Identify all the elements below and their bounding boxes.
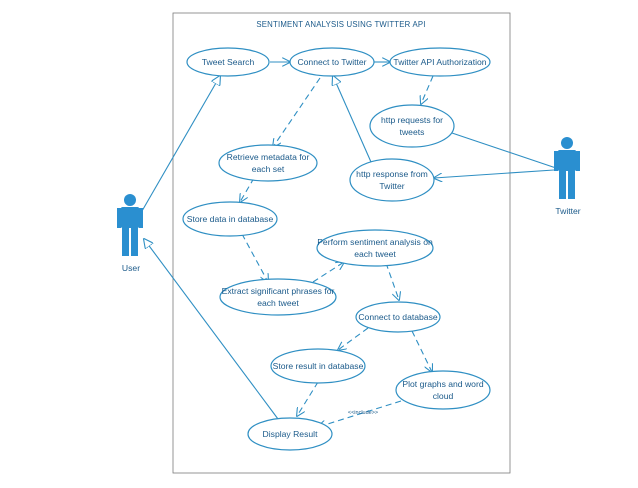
twitter-actor-head: [561, 137, 573, 149]
connectors: [141, 62, 557, 427]
dep-storeresult-display: [297, 381, 319, 416]
plot-graphs-label-line2: cloud: [433, 391, 454, 401]
use-case-perform-sentiment[interactable]: Perform sentiment analysis on each tweet: [316, 229, 434, 267]
extract-phrases-label-line2: each tweet: [257, 298, 299, 308]
diagram-title: SENTIMENT ANALYSIS USING TWITTER API: [256, 20, 425, 29]
user-actor-head: [124, 194, 136, 206]
use-case-twitter-api-authorization[interactable]: Twitter API Authorization: [389, 47, 491, 77]
store-data-label: Store data in database: [187, 214, 274, 224]
http-requests-label-line1: http requests for: [381, 115, 443, 125]
dep-extract-perform: [312, 262, 344, 283]
use-case-tweet-search[interactable]: Tweet Search: [186, 47, 270, 77]
use-case-connect-to-twitter[interactable]: Connect to Twitter: [289, 47, 375, 77]
display-result-label: Display Result: [263, 429, 319, 439]
use-case-extract-phrases[interactable]: Extract significant phrases for each twe…: [219, 278, 337, 316]
http-response-label-line2: Twitter: [379, 181, 404, 191]
retrieve-metadata-label-line1: Retrieve metadata for: [227, 152, 310, 162]
perform-sentiment-label-line2: each tweet: [354, 249, 396, 259]
dep-perform-connectdb: [385, 262, 399, 300]
use-case-store-result[interactable]: Store result in database: [270, 348, 366, 384]
assoc-twitter-response: [434, 169, 555, 178]
assoc-response-connect: [333, 76, 372, 163]
assoc-requests-twitter: [451, 132, 557, 169]
use-case-http-response[interactable]: http response from Twitter: [349, 158, 435, 202]
include-stereotype: <<include>>: [348, 410, 378, 416]
tweet-search-label: Tweet Search: [202, 57, 255, 67]
dep-auth-requests: [421, 75, 434, 104]
perform-sentiment-label-line1: Perform sentiment analysis on: [317, 237, 433, 247]
use-case-connect-to-database[interactable]: Connect to database: [355, 301, 441, 333]
use-case-display-result[interactable]: Display Result: [247, 417, 333, 451]
plot-graphs-label-line1: Plot graphs and word: [402, 379, 483, 389]
use-case-store-data[interactable]: Store data in database: [182, 201, 278, 237]
connect-to-twitter-label: Connect to Twitter: [297, 57, 366, 67]
twitter-actor[interactable]: Twitter: [554, 137, 581, 216]
twitter-api-authorization-label: Twitter API Authorization: [393, 57, 486, 67]
dep-connectdb-storeresult: [338, 327, 369, 350]
dep-store-extract: [241, 233, 268, 282]
store-result-label: Store result in database: [273, 361, 364, 371]
user-actor[interactable]: User: [117, 194, 143, 273]
dep-connect-retrieve: [273, 77, 321, 147]
http-requests-label-line2: tweets: [400, 127, 425, 137]
use-case-retrieve-metadata[interactable]: Retrieve metadata for each set: [218, 144, 318, 182]
assoc-display-user: [144, 239, 279, 420]
retrieve-metadata-label-line2: each set: [252, 164, 285, 174]
use-case-http-requests[interactable]: http requests for tweets: [369, 104, 455, 148]
connect-to-database-label: Connect to database: [358, 312, 438, 322]
twitter-actor-label: Twitter: [555, 206, 580, 216]
dep-connectdb-plot: [411, 330, 432, 372]
include-plot-display: [318, 400, 402, 427]
http-response-label-line1: http response from: [356, 169, 428, 179]
assoc-user-tweet-search: [141, 76, 220, 212]
use-case-plot-graphs[interactable]: Plot graphs and word cloud: [395, 370, 491, 410]
user-actor-label: User: [122, 263, 140, 273]
extract-phrases-label-line1: Extract significant phrases for: [222, 286, 335, 296]
dep-retrieve-store: [240, 177, 255, 202]
